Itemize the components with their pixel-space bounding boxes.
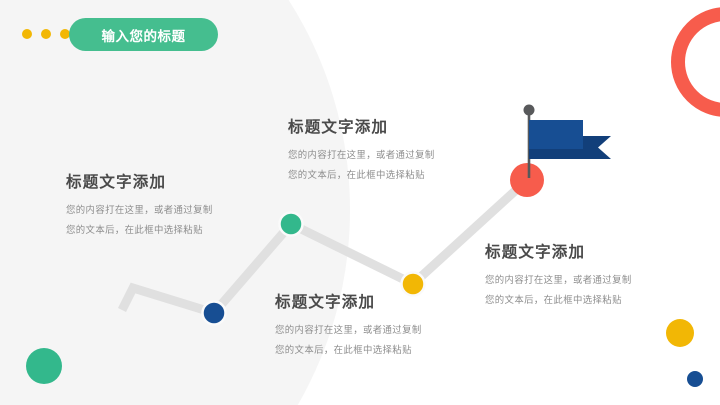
header-dots — [22, 29, 70, 39]
decor-circle-bottom-right-yellow — [666, 319, 694, 347]
text-block-2-line-2: 您的文本后，在此框中选择粘贴 — [288, 169, 425, 181]
text-block-1-heading: 标题文字添加 — [66, 174, 167, 191]
decor-circle-bottom-left — [26, 348, 62, 384]
chart-point-blue[interactable] — [201, 300, 227, 326]
header-dot-2 — [41, 29, 51, 39]
decor-circle-bottom-right-blue — [687, 371, 703, 387]
text-block-4-heading: 标题文字添加 — [485, 244, 586, 261]
text-block-1: 标题文字添加 您的内容打在这里，或者通过复制 您的文本后，在此框中选择粘贴 — [66, 170, 213, 235]
header-dot-3 — [60, 29, 70, 39]
flag-pole-knob — [523, 104, 535, 116]
flag-icon — [523, 104, 611, 178]
text-block-3: 标题文字添加 您的内容打在这里，或者通过复制 您的文本后，在此框中选择粘贴 — [275, 290, 422, 355]
slide-title-pill[interactable]: 输入您的标题 — [69, 18, 218, 51]
text-block-4-line-1: 您的内容打在这里，或者通过复制 — [485, 274, 632, 285]
text-block-3-line-2: 您的文本后，在此框中选择粘贴 — [275, 344, 412, 356]
decor-ring-top-right — [671, 7, 720, 117]
text-block-2-heading: 标题文字添加 — [288, 119, 389, 136]
slide-title-text: 输入您的标题 — [101, 28, 186, 44]
text-block-1-line-2: 您的文本后，在此框中选择粘贴 — [66, 224, 203, 236]
text-block-3-heading: 标题文字添加 — [275, 294, 376, 311]
text-block-2: 标题文字添加 您的内容打在这里，或者通过复制 您的文本后，在此框中选择粘贴 — [288, 115, 435, 180]
text-block-4: 标题文字添加 您的内容打在这里，或者通过复制 您的文本后，在此框中选择粘贴 — [485, 240, 632, 305]
chart-point-yellow[interactable] — [400, 271, 426, 297]
chart-point-green[interactable] — [278, 211, 304, 237]
text-block-1-line-1: 您的内容打在这里，或者通过复制 — [66, 204, 213, 215]
chart-point-red[interactable] — [510, 163, 544, 197]
text-block-4-line-2: 您的文本后，在此框中选择粘贴 — [485, 294, 622, 306]
text-block-2-line-1: 您的内容打在这里，或者通过复制 — [288, 149, 435, 160]
header-dot-1 — [22, 29, 32, 39]
flag-banner-upper — [529, 120, 583, 149]
background-large-circle — [0, 0, 350, 405]
text-block-3-line-1: 您的内容打在这里，或者通过复制 — [275, 324, 422, 335]
chart-line — [117, 176, 531, 319]
